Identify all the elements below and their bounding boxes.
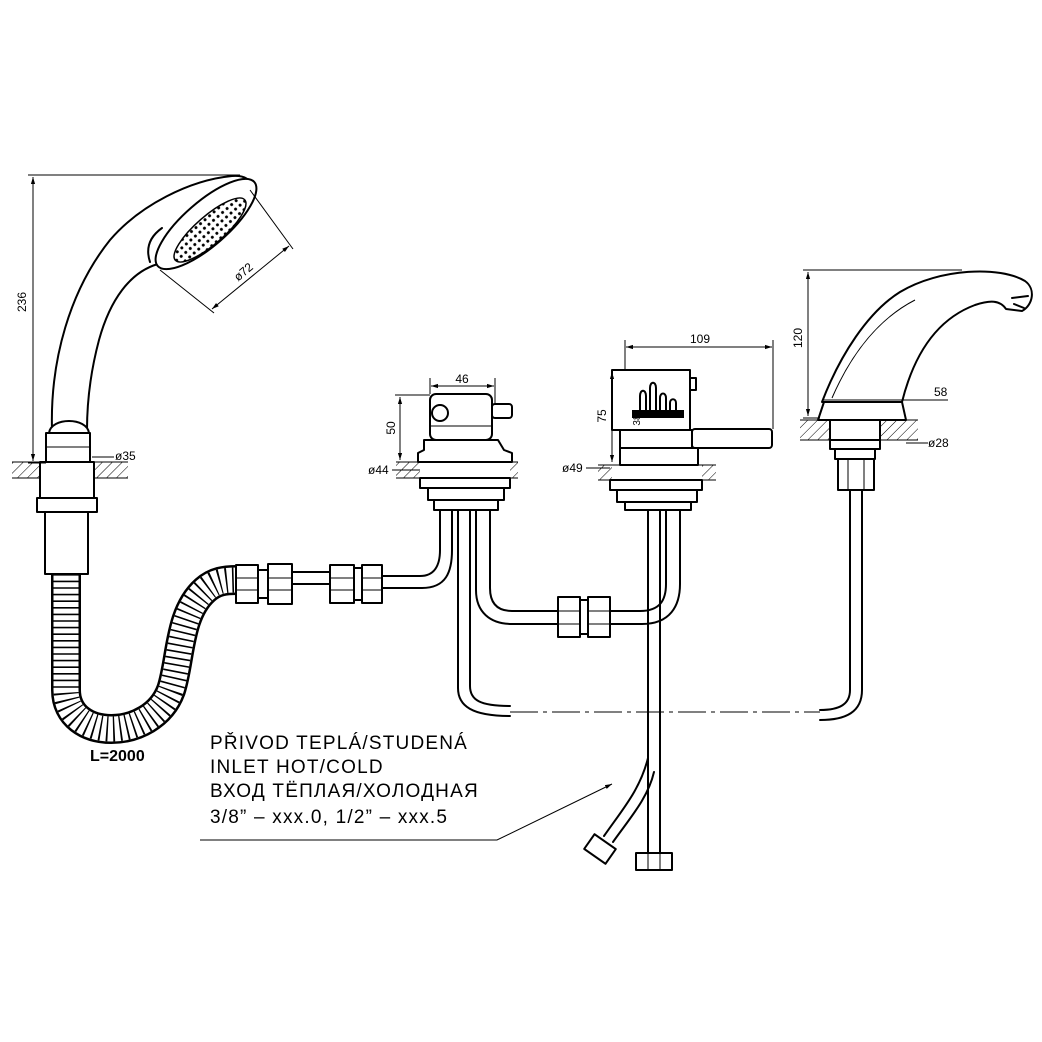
dim-ext-72a	[159, 269, 215, 314]
dim-line-72	[211, 245, 290, 310]
heat-wave-1	[639, 389, 647, 413]
spout-shank	[829, 419, 881, 441]
diverter-pipe-b-right	[489, 509, 559, 612]
pipe-to-mixer-bottom	[609, 509, 681, 625]
shower-hose: L=2000	[51, 565, 238, 765]
dim-text-50: 50	[384, 421, 398, 435]
diverter-dimensions: 46 50 ø44	[368, 372, 496, 477]
shower-handle-inner-edge	[86, 263, 159, 431]
dim-ext-72b	[249, 189, 294, 250]
heat-wave-4	[669, 398, 677, 413]
diverter-deck-hatch-right	[510, 462, 518, 478]
inlet-nut-straight	[635, 852, 673, 871]
mid-connector-nut-1	[557, 596, 581, 638]
spout-base-ring	[817, 401, 907, 421]
heat-wave-2	[649, 381, 657, 413]
mixer-lower-nut	[609, 479, 703, 491]
spout-deck-hatch-right	[880, 420, 918, 440]
dim-text-28: ø28	[928, 436, 949, 450]
inlet-flex-hose-a	[603, 757, 649, 837]
spout-lower-ring	[834, 448, 876, 460]
inlet-note: PŘIVOD TEPLÁ/STUDENÁ INLET HOT/COLD ВХОД…	[200, 732, 613, 841]
diverter-pipe-a-right	[469, 509, 511, 707]
hose-length-label: L=2000	[90, 748, 145, 765]
dim-text-35: ø35	[115, 449, 136, 463]
note-line-ru: ВХОД ТЁПЛАЯ/ХОЛОДНАЯ	[210, 781, 479, 802]
spout-highlight	[831, 299, 916, 399]
diverter-knob-icon	[431, 404, 449, 422]
spout-body	[821, 270, 1033, 403]
hose-ribs	[53, 567, 238, 742]
inlet-flex-hose-b	[612, 771, 655, 843]
mixer: 38	[598, 369, 773, 511]
mixer-inlets	[583, 509, 673, 871]
diverter	[396, 393, 518, 511]
hose-connectors	[235, 507, 453, 605]
inlet-nut-angled	[583, 833, 617, 865]
mixer-side-tab	[689, 377, 697, 391]
mixer-lower-socket	[624, 501, 692, 511]
connector-neck-1	[257, 569, 269, 599]
pipe-to-diverter-top	[381, 507, 441, 577]
connector-nut-3	[329, 564, 355, 604]
connector-nut-2	[267, 563, 293, 605]
mixer-deck-hatch-right	[702, 465, 716, 480]
mixer-dimensions: 109 75 ø49	[562, 332, 774, 475]
dim-text-75: 75	[595, 409, 609, 423]
shower-handle-outline	[50, 174, 252, 431]
heat-symbol-icon	[632, 381, 684, 418]
diverter-lower-socket	[433, 499, 499, 511]
connector-neck-3	[353, 567, 363, 601]
note-line-sizes: 3/8” – xxx.0, 1/2” – xxx.5	[210, 807, 448, 828]
dim-text-46: 46	[455, 372, 469, 386]
diverter-flange	[417, 439, 513, 463]
shower-pipe	[44, 511, 89, 575]
diverter-pipe-b-left	[475, 509, 559, 625]
spout-pipe-left	[819, 489, 851, 711]
spout	[800, 270, 1033, 721]
note-line-cz: PŘIVOD TEPLÁ/STUDENÁ	[210, 732, 468, 754]
dim-text-120: 120	[791, 328, 805, 348]
diverter-pipes	[457, 509, 681, 717]
shower-flange	[36, 497, 98, 513]
shower-handle-neck	[147, 227, 163, 263]
dim-text-38: 38	[632, 414, 643, 426]
dim-text-44: ø44	[368, 463, 389, 477]
shower-deck-hatch-right	[94, 462, 128, 478]
shower-handset	[12, 174, 258, 575]
shower-deck-hatch-left	[12, 462, 40, 478]
spout-nozzle	[1011, 295, 1029, 309]
spout-deck-hatch-left	[800, 420, 830, 440]
spout-hex-nut	[837, 458, 875, 491]
mixer-lower-ring	[616, 489, 698, 503]
connector-nut-4	[361, 564, 383, 604]
spout-pipe-right	[819, 489, 863, 721]
diverter-lower-ring	[427, 487, 505, 501]
mixer-lever	[691, 428, 773, 449]
mixer-flange	[619, 447, 699, 466]
connector-nut-1	[235, 564, 259, 604]
diverter-lower-nut	[419, 477, 511, 489]
mid-connector-neck	[579, 599, 589, 635]
note-line-en: INLET HOT/COLD	[210, 757, 384, 778]
dim-text-236: 236	[15, 292, 29, 312]
mixer-deck-hatch-left	[598, 465, 612, 480]
mixer-lower-band	[619, 429, 693, 449]
note-leader	[200, 783, 613, 841]
shower-lower-nut	[39, 461, 95, 499]
heat-wave-3	[659, 392, 667, 413]
shower-head-face	[173, 197, 247, 263]
dim-text-109: 109	[690, 332, 710, 346]
dim-text-49: ø49	[562, 461, 583, 475]
mid-connector-nut-2	[587, 596, 611, 638]
pipe-to-diverter-bottom	[381, 507, 453, 589]
spout-lower-nut	[829, 439, 881, 450]
spout-dimensions: 120 58 ø28	[791, 269, 962, 450]
diverter-pipe-a-left	[457, 509, 511, 717]
heat-band	[632, 410, 684, 418]
diverter-lever	[491, 403, 513, 419]
dim-text-58: 58	[934, 385, 948, 399]
